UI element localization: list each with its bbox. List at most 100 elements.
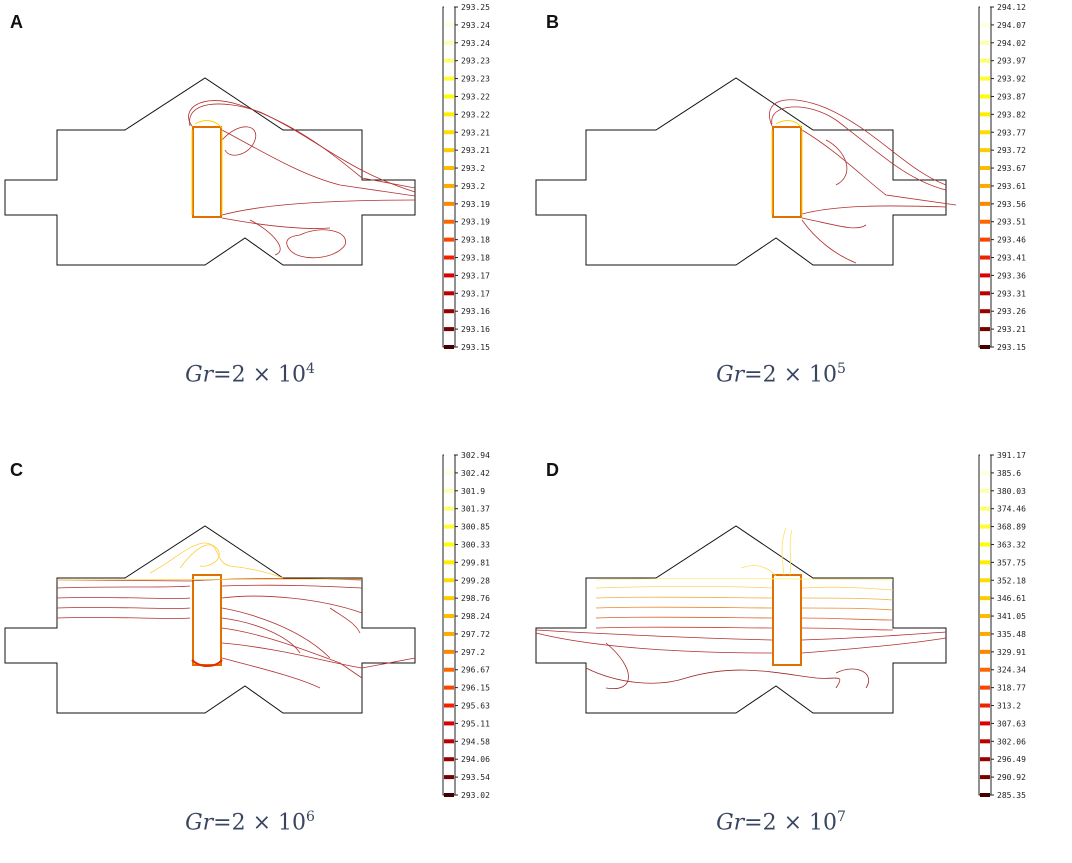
colorbar-label: 294.06 [461,755,490,764]
colorbar-swatch [980,721,990,726]
colorbar-swatch [444,255,454,260]
colorbar: 391.17385.6380.03374.46368.89363.32357.7… [978,451,1026,800]
colorbar-label: 352.18 [997,576,1026,585]
colorbar-label: 293.26 [997,307,1026,316]
colorbar-label: 299.28 [461,576,490,585]
colorbar-swatch [980,578,990,583]
domain-plot: 391.17385.6380.03374.46368.89363.32357.7… [535,451,1026,800]
colorbar-swatch [444,183,454,188]
colorbar-swatch [444,757,454,762]
colorbar-swatch [980,291,990,296]
colorbar-swatch [980,58,990,63]
colorbar-label: 302.42 [461,469,490,478]
colorbar-label: 363.32 [997,540,1026,549]
colorbar-swatch [444,578,454,583]
colorbar-label: 293.16 [461,307,490,316]
colorbar-label: 296.15 [461,684,490,693]
colorbar-swatch [980,685,990,690]
colorbar-label: 293.17 [461,271,490,280]
colorbar-swatch [980,631,990,636]
domain-plot: 302.94302.42301.9301.37300.85300.33299.8… [4,451,490,800]
near-wall-isotherms [771,120,803,215]
colorbar-swatch [444,542,454,547]
colorbar-label: 293.23 [461,57,490,66]
caption-gr: Gr=2 × 104 [185,361,315,388]
colorbar-swatch [980,757,990,762]
colorbar-swatch [980,524,990,529]
colorbar-label: 380.03 [997,487,1026,496]
colorbar-swatch [980,649,990,654]
colorbar-swatch [444,237,454,242]
colorbar-swatch [444,524,454,529]
colorbar-swatch [980,273,990,278]
colorbar-swatch [444,506,454,511]
colorbar-swatch [980,130,990,135]
colorbar-label: 293.31 [997,289,1026,298]
colorbar-label: 293.22 [461,110,490,119]
colorbar-label: 385.6 [997,469,1021,478]
colorbar-swatch [980,453,990,457]
colorbar-swatch [444,291,454,296]
colorbar-label: 295.63 [461,702,490,711]
colorbar-label: 293.77 [997,128,1026,137]
colorbar-frame [978,6,992,348]
colorbar-swatch [444,130,454,135]
colorbar-frame [442,6,456,348]
colorbar-swatch [444,703,454,708]
colorbar: 294.12294.07294.02293.97293.92293.87293.… [978,3,1026,352]
colorbar-label: 293.15 [997,343,1026,352]
colorbar-swatch [444,112,454,117]
domain-outline [535,77,947,266]
colorbar-swatch [980,327,990,332]
colorbar-label: 329.91 [997,648,1026,657]
colorbar-swatch [980,614,990,619]
colorbar-swatch [444,327,454,332]
domain-plot: 293.25293.24293.24293.23293.23293.22293.… [4,3,490,352]
colorbar-swatch [444,94,454,99]
colorbar-label: 341.05 [997,612,1026,621]
colorbar-label: 293.17 [461,289,490,298]
colorbar-label: 293.24 [461,39,490,48]
colorbar-label: 293.22 [461,92,490,101]
colorbar-swatch [444,775,454,780]
colorbar-swatch [980,40,990,45]
colorbar-swatch [980,309,990,314]
colorbar-label: 293.2 [461,164,485,173]
colorbar-swatch [444,166,454,171]
colorbar-swatch [444,148,454,153]
colorbar-label: 293.2 [461,182,485,191]
panel-label: A [10,12,23,32]
plume-isotherms [740,527,793,577]
colorbar-swatch [980,739,990,744]
colorbar-swatch [980,596,990,601]
caption-gr: Gr=2 × 105 [716,361,846,388]
colorbar-swatch [980,112,990,117]
colorbar-label: 294.02 [997,39,1026,48]
colorbar-swatch [444,273,454,278]
colorbar-label: 293.67 [997,164,1026,173]
colorbar-label: 298.76 [461,594,490,603]
colorbar-label: 294.58 [461,737,490,746]
colorbar-label: 293.92 [997,75,1026,84]
colorbar-swatch [980,703,990,708]
colorbar-swatch [980,148,990,153]
colorbar-label: 293.19 [461,218,490,227]
colorbar-label: 293.23 [461,75,490,84]
colorbar-label: 293.97 [997,57,1026,66]
colorbar-swatch [980,201,990,206]
colorbar-label: 296.49 [997,755,1026,764]
near-wall-isotherms [56,542,363,667]
colorbar-label: 302.06 [997,737,1026,746]
colorbar-label: 357.75 [997,558,1026,567]
colorbar-label: 293.02 [461,791,490,800]
colorbar-swatch [444,667,454,672]
colorbar-frame [442,454,456,796]
colorbar-label: 299.81 [461,558,490,567]
colorbar-swatch [980,667,990,672]
colorbar-label: 301.9 [461,487,485,496]
colorbar-label: 295.11 [461,719,490,728]
isotherm-lines [769,99,957,264]
